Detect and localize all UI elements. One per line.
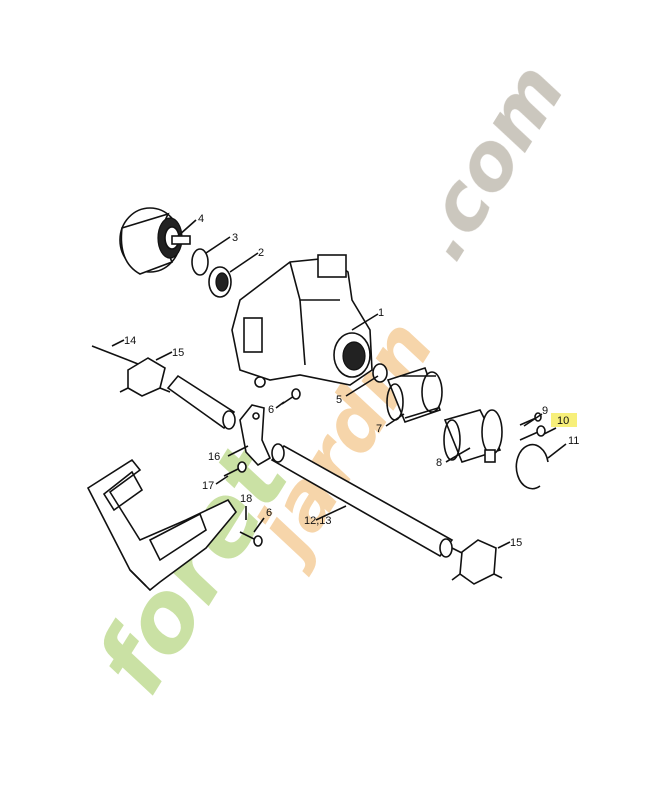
part-label-12-13[interactable]: 12,13	[304, 515, 332, 527]
ring-part	[372, 363, 388, 383]
tube-upper-part	[166, 374, 236, 430]
part-label-2[interactable]: 2	[258, 247, 264, 259]
circlip-part	[515, 443, 549, 490]
part-label-18[interactable]: 18	[240, 493, 252, 505]
bracket-part	[239, 404, 272, 467]
part-label-10[interactable]: 10	[557, 415, 569, 427]
screw-6b-part	[239, 531, 263, 547]
part-label-17[interactable]: 17	[202, 480, 214, 492]
part-label-9[interactable]: 9	[542, 405, 548, 417]
screw-9-part	[519, 412, 542, 426]
screw-14-part	[91, 345, 139, 365]
part-label-7[interactable]: 7	[376, 423, 382, 435]
part-labels: 4 3 2 1 14 15 6 5 7 9 10 11 8 16 17 18 6…	[124, 213, 579, 549]
screw-10-part	[519, 425, 546, 441]
snap-ring-part	[191, 248, 209, 276]
bush-part	[443, 409, 503, 463]
part-label-6-lower[interactable]: 6	[266, 507, 272, 519]
watermark-dotcom: .com	[395, 49, 583, 275]
drive-tube-part	[270, 443, 463, 558]
part-label-3[interactable]: 3	[232, 232, 238, 244]
clamp-upper-part	[119, 357, 171, 397]
bearing-part	[208, 266, 232, 298]
part-label-16[interactable]: 16	[208, 451, 220, 463]
highlight-part-10	[551, 413, 577, 427]
part-label-5[interactable]: 5	[336, 394, 342, 406]
part-label-4[interactable]: 4	[198, 213, 204, 225]
part-label-6-upper[interactable]: 6	[268, 404, 274, 416]
part-label-1[interactable]: 1	[378, 307, 384, 319]
part-label-8[interactable]: 8	[436, 457, 442, 469]
guard-stand-part	[86, 458, 237, 592]
part-label-15-upper[interactable]: 15	[172, 347, 184, 359]
part-label-15-lower[interactable]: 15	[510, 537, 522, 549]
sleeve-part	[386, 366, 443, 424]
clamp-lower-part	[451, 539, 503, 585]
clutch-drum-part	[119, 207, 191, 275]
screw-17-part	[223, 461, 247, 477]
part-label-11[interactable]: 11	[568, 435, 579, 447]
leader-lines	[111, 219, 567, 549]
gear-housing-part	[231, 254, 373, 388]
screw-6a-part	[281, 388, 301, 405]
part-label-14[interactable]: 14	[124, 335, 136, 347]
